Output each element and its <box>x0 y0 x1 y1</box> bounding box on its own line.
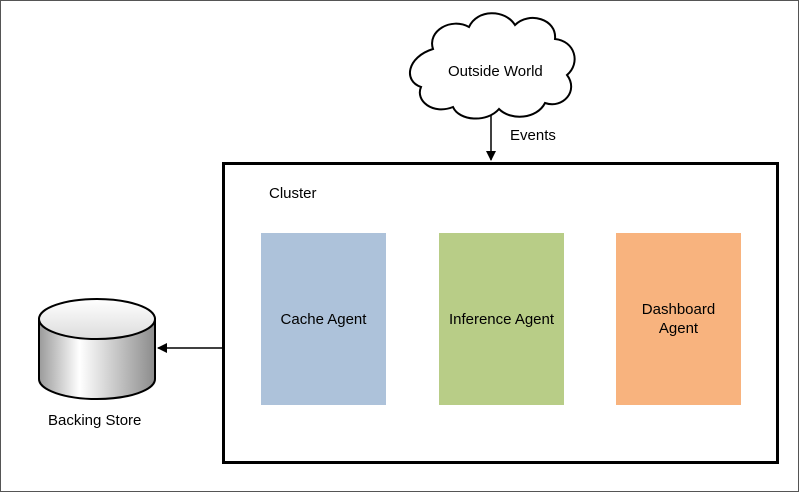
cluster-label: Cluster <box>269 185 317 202</box>
backing-store-label: Backing Store <box>48 412 142 429</box>
inference-agent-label: Inference Agent <box>448 310 555 328</box>
dashboard-agent-box: Dashboard Agent <box>616 233 741 405</box>
database-icon <box>38 298 156 400</box>
inference-agent-box: Inference Agent <box>439 233 564 405</box>
cache-agent-box: Cache Agent <box>261 233 386 405</box>
cache-agent-label: Cache Agent <box>280 310 367 328</box>
cloud-shape <box>409 12 576 120</box>
dashboard-agent-label: Dashboard Agent <box>641 301 716 337</box>
events-label: Events <box>510 127 556 144</box>
cluster-container <box>222 162 779 464</box>
outside-world-label: Outside World <box>448 63 543 80</box>
